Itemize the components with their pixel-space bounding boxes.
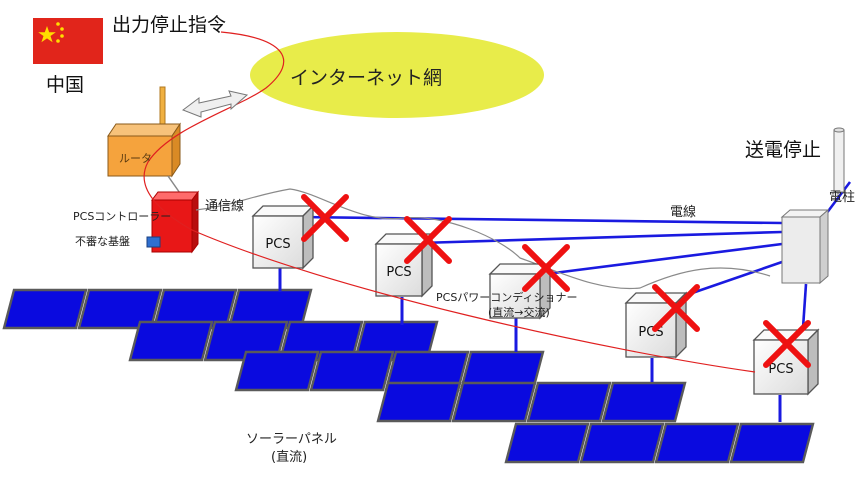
router-internet-double-arrow: [181, 90, 249, 118]
solar-panel: [451, 381, 537, 423]
comm-line-label: 通信線: [205, 199, 245, 214]
pcs-description-line1: PCSパワーコンディショナー: [436, 291, 578, 304]
pcs-description-line2: (直流→交流): [488, 306, 550, 319]
solar-panel-label-line1: ソーラーパネル: [246, 432, 337, 447]
utility-pole-icon: [833, 127, 845, 193]
suspicious-board-label: 不審な基盤: [75, 235, 130, 248]
red-cross-icon: [404, 216, 452, 264]
router-label: ルータ: [119, 152, 152, 165]
solar-panel: [504, 422, 590, 464]
solar-panel: [729, 422, 815, 464]
red-cross-icon: [763, 320, 811, 368]
distribution-box: [780, 208, 830, 285]
pcs-unit: PCS: [251, 204, 315, 270]
router-antenna: [159, 86, 166, 129]
internet-label: インターネット網: [290, 67, 443, 89]
power-line-label: 電線: [670, 205, 697, 220]
suspicious-board-icon: [146, 236, 161, 248]
solar-panel: [601, 381, 687, 423]
communication-line: [195, 188, 771, 290]
solar-panel: [654, 422, 740, 464]
solar-panel: [2, 288, 88, 330]
solar-panel: [128, 320, 214, 362]
stop-command-signal: [143, 31, 756, 373]
red-cross-icon: [522, 244, 570, 292]
transmission-stop-label: 送電停止: [745, 139, 822, 161]
solar-panel: [579, 422, 665, 464]
country-label: 中国: [46, 74, 85, 96]
solar-panel: [376, 381, 462, 423]
pcs-panel-connectors: [278, 268, 782, 422]
pcs-label: PCS: [265, 237, 290, 252]
solar-panel: [234, 350, 320, 392]
utility-pole-label: 電柱: [829, 190, 856, 205]
stop-order-label: 出力停止指令: [112, 14, 227, 36]
controller-label: PCSコントローラー: [73, 210, 172, 223]
disabled-marks: [301, 194, 811, 368]
solar-panel-label-line2: (直流): [271, 450, 308, 465]
solar-panel: [526, 381, 612, 423]
router-box: [107, 122, 181, 178]
solar-panels: [2, 288, 815, 464]
red-cross-icon: [652, 284, 700, 332]
red-cross-icon: [301, 194, 349, 242]
solar-panel: [309, 350, 395, 392]
internet-cloud: [250, 32, 544, 118]
pcs-controller-box: [151, 190, 199, 254]
pcs-label: PCS: [768, 362, 793, 377]
pcs-label: PCS: [386, 265, 411, 280]
china-flag-icon: [33, 18, 103, 64]
